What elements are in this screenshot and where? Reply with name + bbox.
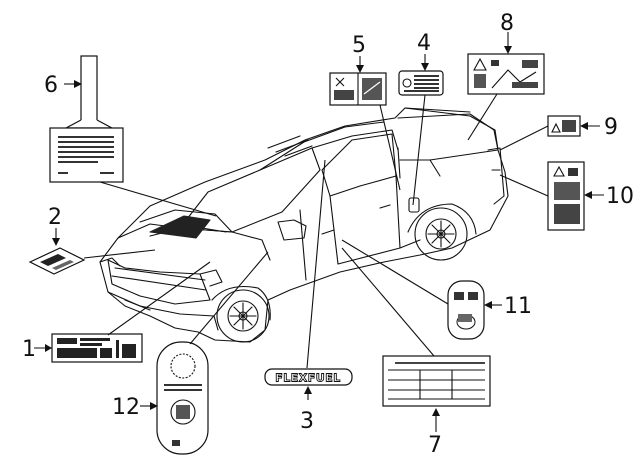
- label-9-cargo-warning: [547, 115, 581, 137]
- label-3-flexfuel-badge: FLEXFUEL: [264, 368, 353, 386]
- callout-9: 9: [604, 115, 618, 140]
- label-5-jack-instructions: [329, 72, 387, 106]
- lock-icon: [454, 292, 464, 300]
- callout-arrows: [34, 32, 604, 432]
- callout-11: 11: [504, 294, 532, 319]
- label-4-tire-loading-info: [398, 70, 444, 96]
- label-7-fuel-economy-info: [382, 355, 491, 407]
- callout-6: 6: [44, 73, 58, 98]
- label-11-lock-fuel-cap: [447, 280, 485, 340]
- label-2-emissions-card: [28, 247, 86, 275]
- flexfuel-badge-text: FLEXFUEL: [275, 372, 341, 385]
- callout-12: 12: [112, 395, 140, 420]
- leader-lines: [83, 93, 549, 369]
- label-12-fuel-cap-tag: [156, 341, 209, 455]
- label-1-tire-inflation-icon-strip: [51, 333, 143, 363]
- callout-3: 3: [300, 409, 314, 434]
- callout-7: 7: [428, 433, 442, 458]
- warning-triangle-icon: [473, 57, 487, 71]
- label-10-tailgate-operation: [547, 161, 585, 231]
- callout-1: 1: [22, 337, 36, 362]
- callout-numbers: 1 2 3 4 5 6 7 8 9 10 11 12: [22, 11, 634, 458]
- callout-10: 10: [606, 184, 634, 209]
- callout-8: 8: [500, 11, 514, 36]
- callout-2: 2: [48, 205, 62, 230]
- callout-4: 4: [417, 31, 431, 56]
- callout-5: 5: [352, 33, 366, 58]
- pickup-truck-illustration: [99, 107, 509, 343]
- label-6-hang-tag: [49, 55, 124, 183]
- label-8-tailgate-warning: [467, 53, 545, 95]
